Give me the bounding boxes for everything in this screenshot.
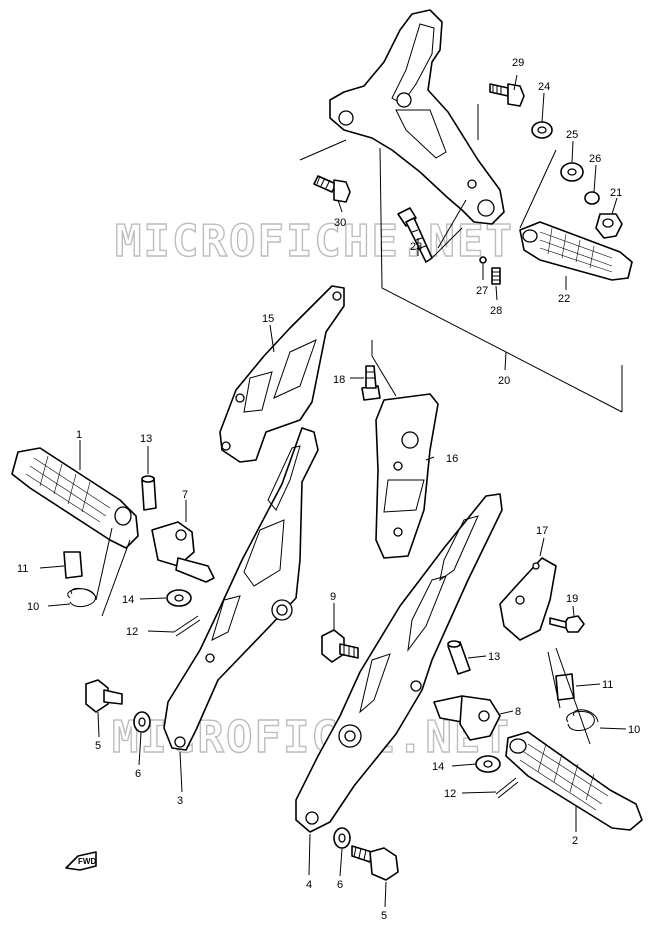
callout-3: 3 (177, 795, 183, 807)
callout-14-left: 14 (122, 594, 134, 606)
footrest-bracket-4 (295, 493, 503, 833)
callout-10-left: 10 (27, 601, 39, 613)
heel-plate-17 (499, 557, 557, 641)
callout-1: 1 (76, 429, 82, 441)
collar-11-right (555, 673, 575, 701)
leader-lines (39, 74, 627, 908)
footrest-stay-15 (219, 285, 345, 463)
callout-22: 22 (558, 293, 570, 305)
pivot-plate-7 (151, 521, 215, 583)
callout-12-left: 12 (126, 626, 138, 638)
rear-footrest-22 (519, 221, 633, 281)
footrest-stay-16 (375, 393, 439, 559)
callout-12-right: 12 (444, 788, 456, 800)
bolt-9 (321, 629, 359, 663)
callout-24: 24 (538, 81, 550, 93)
bolt-30 (313, 175, 351, 203)
fwd-label: FWD (78, 857, 96, 866)
callout-8: 8 (515, 706, 521, 718)
callout-28: 28 (490, 305, 502, 317)
cotter-pin-12-left (173, 615, 201, 637)
footrest-2 (505, 731, 643, 831)
callout-21: 21 (610, 187, 622, 199)
callout-5-left: 5 (95, 740, 101, 752)
spring-10-right (566, 709, 599, 732)
callout-9: 9 (330, 591, 336, 603)
callout-13-left: 13 (140, 433, 152, 445)
callout-7: 7 (182, 489, 188, 501)
callout-17: 17 (536, 525, 548, 537)
callout-23: 23 (410, 241, 422, 253)
fwd-arrow-icon: FWD (65, 851, 97, 871)
callout-25: 25 (566, 129, 578, 141)
callout-2: 2 (572, 835, 578, 847)
callout-11-right: 11 (602, 679, 613, 691)
callout-18: 18 (333, 374, 345, 386)
callout-30: 30 (334, 217, 346, 229)
pivot-plate-8 (433, 695, 501, 741)
bolt-29 (489, 83, 525, 107)
footrest-bracket-3 (163, 427, 319, 751)
callout-13-right: 13 (488, 651, 500, 663)
footrest-1 (11, 447, 139, 549)
callout-29: 29 (512, 57, 524, 69)
callout-10-right: 10 (628, 724, 640, 736)
callout-11-left: 11 (17, 563, 28, 575)
bolt-5-right (351, 845, 399, 881)
callout-6-left: 6 (135, 768, 141, 780)
bolt-5-left (85, 679, 123, 713)
callout-20: 20 (498, 375, 510, 387)
callout-6-right: 6 (337, 879, 343, 891)
watermark-top: MICROFICHE.NET (115, 216, 514, 267)
callout-14-right: 14 (432, 761, 444, 773)
nut-26 (584, 191, 600, 205)
callout-26: 26 (589, 153, 601, 165)
spring-10-left (67, 588, 97, 607)
pin-13-left (141, 477, 157, 511)
callout-4: 4 (306, 879, 312, 891)
bolt-18 (361, 365, 381, 401)
callout-5-right: 5 (381, 910, 387, 922)
callout-labels: 29 24 25 26 21 30 23 27 28 22 20 15 18 1… (17, 57, 640, 922)
pin-27 (479, 256, 487, 264)
callout-16: 16 (446, 453, 458, 465)
callout-27: 27 (476, 285, 488, 297)
callout-15: 15 (262, 313, 274, 325)
screw-19 (549, 615, 585, 633)
cotter-pin-12-right (495, 777, 519, 799)
callout-19: 19 (566, 593, 578, 605)
rear-bracket-20 (329, 9, 623, 413)
collar-11-left (63, 551, 83, 579)
